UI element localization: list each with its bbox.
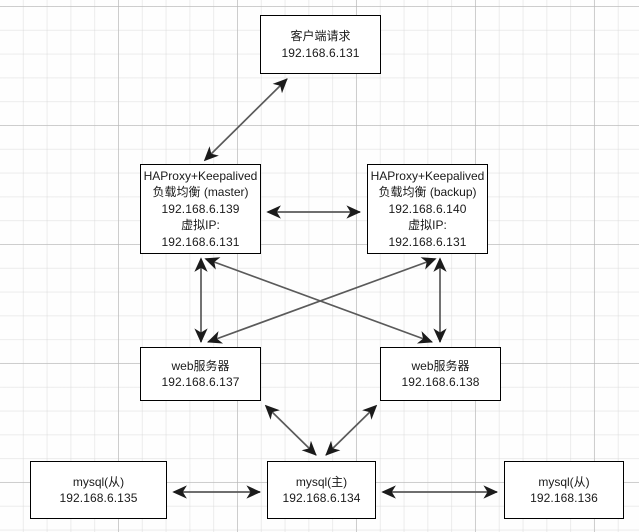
web-server-2-label: web服务器 [411, 358, 470, 373]
mysql-slave-left-ip: 192.168.6.135 [59, 491, 138, 505]
haproxy-backup-role: 负载均衡 (backup) [378, 185, 477, 200]
haproxy-master-ip: 192.168.6.139 [161, 201, 240, 216]
client-request-ip: 192.168.6.131 [281, 45, 360, 60]
haproxy-master-role: 负载均衡 (master) [152, 185, 249, 200]
node-haproxy-master[interactable]: HAProxy+Keepalived 负载均衡 (master) 192.168… [140, 164, 261, 254]
node-web-server-2[interactable]: web服务器 192.168.6.138 [380, 347, 501, 401]
node-client-request[interactable]: 客户端请求 192.168.6.131 [260, 15, 381, 74]
edge-web1-to-mysql-master [264, 404, 317, 456]
web-server-2-ip: 192.168.6.138 [401, 375, 480, 389]
edge-web2-to-mysql-master [325, 404, 378, 456]
mysql-slave-right-ip: 192.168.136 [530, 491, 598, 505]
web-server-1-ip: 192.168.6.137 [161, 375, 240, 389]
haproxy-backup-ip: 192.168.6.140 [388, 201, 467, 216]
node-mysql-slave-right[interactable]: mysql(从) 192.168.136 [504, 461, 624, 519]
client-request-label: 客户端请求 [290, 29, 351, 43]
mysql-master-label: mysql(主) [295, 474, 348, 489]
node-web-server-1[interactable]: web服务器 192.168.6.137 [140, 347, 261, 401]
haproxy-backup-vip: 192.168.6.131 [388, 234, 467, 249]
mysql-slave-left-label: mysql(从) [72, 474, 125, 489]
mysql-slave-right-label: mysql(从) [538, 474, 590, 489]
node-haproxy-backup[interactable]: HAProxy+Keepalived 负载均衡 (backup) 192.168… [367, 164, 488, 254]
mysql-master-ip: 192.168.6.134 [282, 491, 361, 505]
haproxy-master-vip: 192.168.6.131 [161, 234, 240, 249]
haproxy-master-vip-label: 虚拟IP: [181, 218, 220, 233]
edge-master-to-client [203, 78, 288, 162]
haproxy-backup-title: HAProxy+Keepalived [370, 168, 485, 183]
web-server-1-label: web服务器 [171, 358, 230, 373]
haproxy-backup-vip-label: 虚拟IP: [408, 218, 447, 233]
haproxy-master-title: HAProxy+Keepalived [143, 168, 258, 183]
edge-backup-to-web1 [207, 257, 437, 344]
node-mysql-slave-left[interactable]: mysql(从) 192.168.6.135 [30, 461, 167, 519]
edge-master-to-web2 [204, 257, 433, 344]
node-mysql-master[interactable]: mysql(主) 192.168.6.134 [267, 461, 376, 519]
